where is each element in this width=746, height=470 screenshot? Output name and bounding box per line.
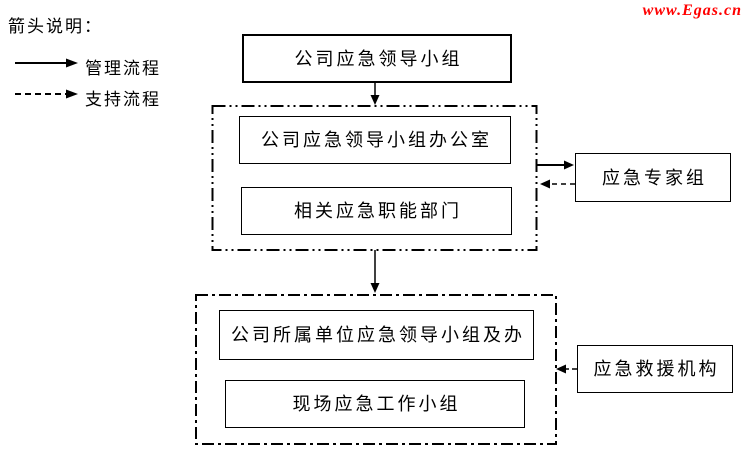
node-subsidiary-leadership-group: 公司所属单位应急领导小组及办 [219, 310, 534, 360]
legend-solid-arrow-icon [15, 58, 78, 68]
arrow-container-to-subsidiary [370, 250, 380, 293]
legend-label-support-flow: 支持流程 [85, 90, 161, 109]
node-onsite-emergency-workgroup: 现场应急工作小组 [225, 380, 525, 428]
arrow-container-to-experts [537, 160, 574, 170]
node-related-functional-departments: 相关应急职能部门 [241, 187, 512, 235]
node-emergency-rescue-organization: 应急救援机构 [577, 345, 733, 393]
node-leadership-group-office: 公司应急领导小组办公室 [239, 116, 511, 164]
legend-dashed-arrow-icon [15, 89, 78, 99]
arrow-experts-to-container [540, 179, 575, 189]
node-company-emergency-leadership-group: 公司应急领导小组 [242, 34, 512, 83]
company-group-container [211, 105, 538, 251]
subsidiary-group-container [195, 294, 557, 445]
arrow-leadership-to-container [370, 83, 380, 105]
legend-label-management-flow: 管理流程 [85, 59, 161, 78]
node-emergency-expert-group: 应急专家组 [575, 153, 731, 202]
arrow-rescue-to-subsidiary [556, 364, 577, 374]
site-watermark: www.Egas.cn [642, 2, 742, 19]
legend-title: 箭头说明： [8, 17, 103, 36]
